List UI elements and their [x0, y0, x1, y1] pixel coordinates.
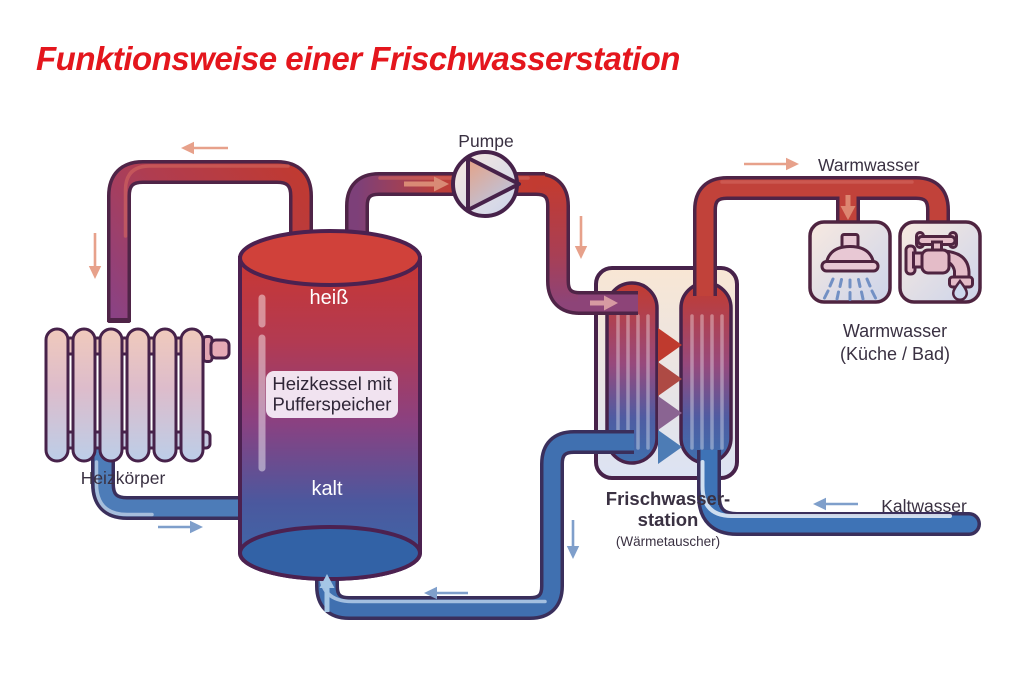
tank-bottom-cap: [238, 525, 422, 581]
flow-arrow-shower-branch-icon: [840, 195, 856, 220]
hot-supply-pipe: [107, 160, 313, 323]
warmwater-outlets-label-line1: Warmwasser: [843, 321, 947, 341]
pump: [451, 150, 521, 218]
flow-arrow-down-left-icon: [88, 233, 102, 279]
station-label-line3: (Wärmetauscher): [616, 534, 720, 549]
pump-triangle-icon: [466, 156, 521, 212]
channel-fins: [616, 314, 724, 450]
shower-spray-icon: [823, 277, 877, 301]
warmwater-outlets-label-line2: (Küche / Bad): [840, 344, 950, 364]
tank-hot-label: heiß: [310, 287, 349, 309]
flow-arrow-return-left-icon: [424, 586, 468, 600]
flow-arrow-warmwater-icon: [744, 157, 799, 171]
page-title: Funktionsweise einer Frischwasserstation: [36, 40, 680, 77]
faucet-box: [898, 220, 982, 304]
tank-top-cap: [238, 229, 422, 287]
station-label-line2: station: [638, 509, 699, 530]
flow-arrow-pump-icon: [404, 176, 449, 192]
tank-name-box: [266, 371, 398, 418]
coldwater-label: Kaltwasser: [881, 496, 967, 516]
shower-icon: [820, 233, 880, 273]
flow-arrow-coldwater-icon: [813, 497, 858, 511]
radiator-fins: [44, 327, 205, 463]
radiator-valve-knob: [209, 338, 231, 360]
cold-water-pipe: [697, 450, 981, 536]
heat-transfer-arrows-icon: [658, 328, 682, 464]
shower-box: [808, 220, 892, 304]
flow-arrow-down-right-icon: [574, 216, 588, 259]
pump-label: Pumpe: [458, 131, 513, 151]
faucet-icon: [904, 231, 974, 289]
droplet-icon: [951, 278, 969, 302]
tank-name-line2: Pufferspeicher: [273, 394, 392, 415]
radiator-icon: [44, 327, 231, 463]
warmwater-pipe-label: Warmwasser: [818, 155, 920, 175]
flow-arrow-return-up-icon: [319, 574, 335, 612]
radiator-return-pipe: [91, 446, 248, 520]
tank-cold-label: kalt: [311, 478, 343, 500]
radiator-label: Heizkörper: [81, 468, 166, 488]
flow-arrow-radiator-return-icon: [158, 520, 203, 534]
tank-name-line1: Heizkessel mit: [272, 373, 391, 394]
flow-arrow-left-icon: [181, 141, 228, 155]
station-label-line1: Frischwasser-: [606, 488, 730, 509]
flow-arrow-exchanger-inlet-icon: [590, 295, 618, 311]
buffer-tank: heiß kalt Heizkessel mit Pufferspeicher: [238, 229, 422, 581]
flow-arrow-return-down-icon: [566, 520, 580, 559]
exchanger-left-channel: [605, 281, 659, 465]
